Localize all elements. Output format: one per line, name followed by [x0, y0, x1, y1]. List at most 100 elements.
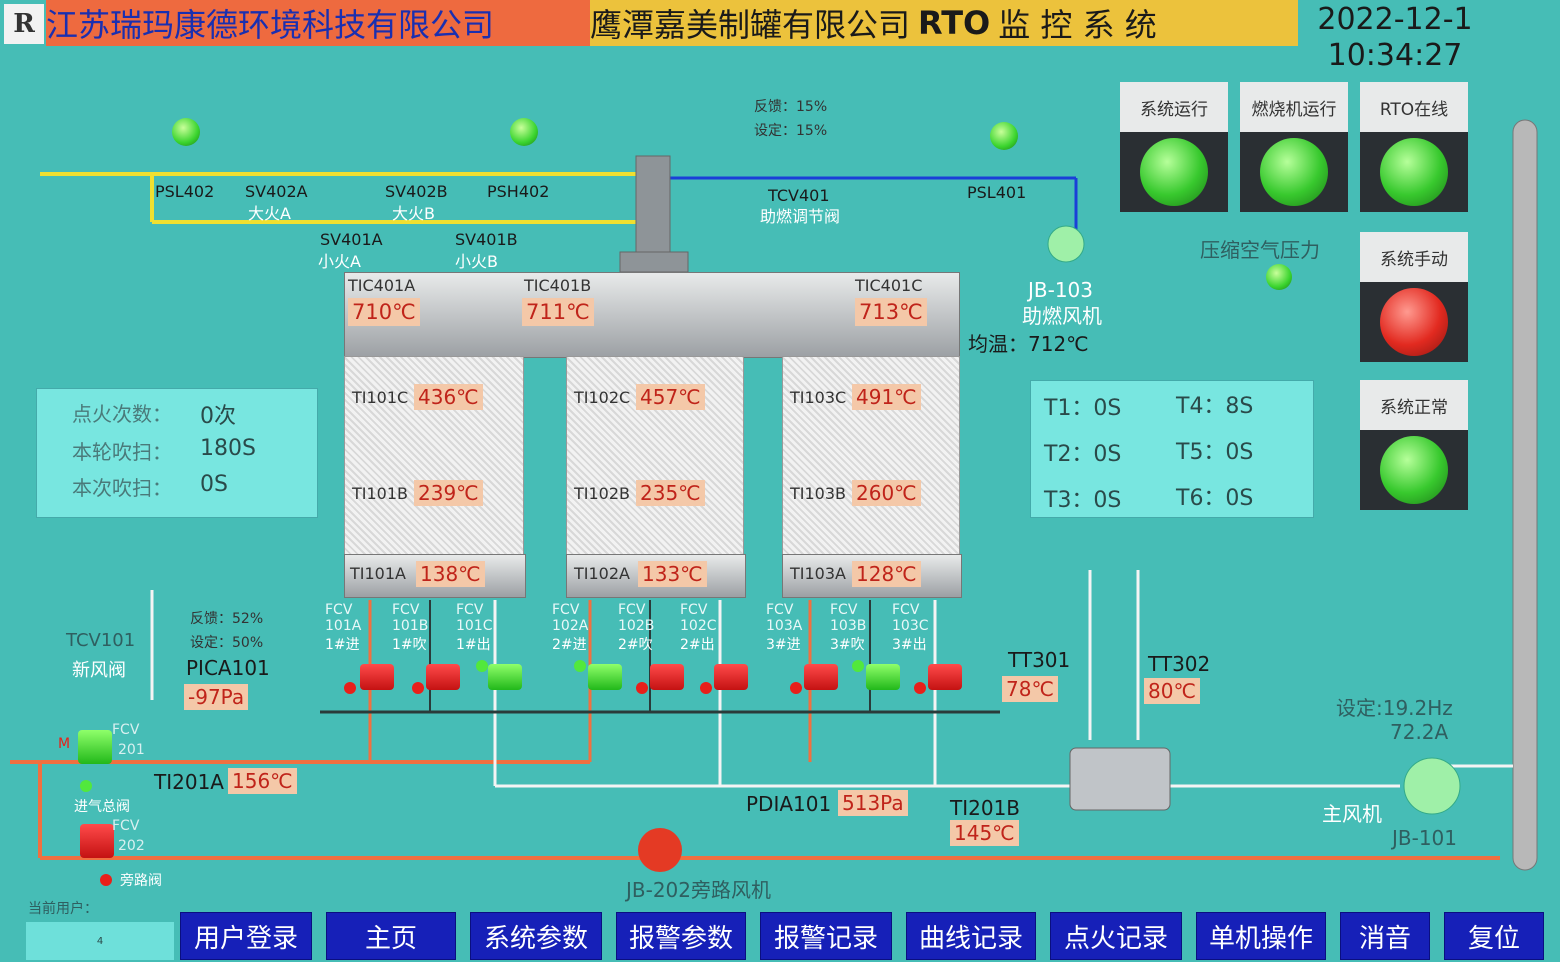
fcv101b-valve[interactable] — [426, 664, 460, 690]
fcv101a-valve[interactable] — [360, 664, 394, 690]
tcv101-tag[interactable]: TCV101 — [66, 630, 136, 651]
tt301-tag: TT301 — [1008, 648, 1071, 672]
fcv101c-status — [476, 660, 488, 672]
timers-panel — [1030, 380, 1314, 518]
timer-t1: T1：0S — [1044, 396, 1122, 421]
fcv101a-status — [344, 682, 356, 694]
main-fan-tag[interactable]: JB-101 — [1392, 826, 1458, 850]
fcv103a-valve[interactable] — [804, 664, 838, 690]
fcv103c-valve[interactable] — [928, 664, 962, 690]
system-name: 监 控 系 统 — [998, 6, 1157, 44]
ti102c-value: 457℃ — [636, 384, 705, 410]
tic401c-tag: TIC401C — [855, 276, 923, 295]
clock-date: 2022-12-1 — [1317, 2, 1473, 37]
current-user-label: 当前用户： — [28, 901, 98, 917]
nav-system-params[interactable]: 系统参数 — [470, 912, 602, 960]
tcv101-feedback: 反馈：52% — [190, 611, 264, 627]
lamp-system-running: 系统运行 — [1120, 82, 1228, 212]
lamp-system-running-light — [1140, 138, 1208, 206]
fcv202-tag: FCV — [112, 818, 140, 834]
bypass-fan-label[interactable]: JB-202旁路风机 — [626, 878, 772, 902]
psl401-indicator — [990, 122, 1018, 150]
fcv103b-valve[interactable] — [866, 664, 900, 690]
system-title: 鹰潭嘉美制罐有限公司 RTO 监 控 系 统 — [590, 0, 1298, 46]
client-name: 鹰潭嘉美制罐有限公司 — [590, 6, 911, 44]
fcv202-valve[interactable] — [80, 824, 114, 858]
ignition-count-value: 0次 — [200, 404, 236, 429]
ti101c-tag: TI101C — [352, 388, 409, 407]
fcv201-valve[interactable] — [78, 730, 112, 764]
ti103b-tag: TI103B — [790, 484, 847, 503]
current-user-field: 4 — [26, 922, 174, 960]
nav-reset[interactable]: 复位 — [1444, 912, 1544, 960]
this-purge-value: 0S — [200, 472, 228, 497]
tcv401-feedback: 反馈：15% — [754, 99, 828, 115]
company-name-text: 江苏瑞玛康德环境科技有限公司 — [46, 6, 495, 44]
this-purge-label: 本次吹扫： — [72, 476, 172, 500]
sv402a-name: 大火A — [248, 204, 291, 223]
lamp-burner-running-label: 燃烧机运行 — [1240, 82, 1348, 132]
tt302-value: 80℃ — [1144, 678, 1200, 704]
round-purge-label: 本轮吹扫： — [72, 440, 172, 464]
timer-t6: T6：0S — [1176, 486, 1254, 511]
timer-t5: T5：0S — [1176, 440, 1254, 465]
ti103c-tag: TI103C — [790, 388, 847, 407]
tic401a-tag: TIC401A — [348, 276, 416, 295]
lamp-system-manual-label: 系统手动 — [1360, 232, 1468, 282]
nav-single-operation[interactable]: 单机操作 — [1196, 912, 1326, 960]
sv401a-label[interactable]: SV401A — [320, 230, 383, 249]
nav-mute[interactable]: 消音 — [1340, 912, 1430, 960]
sv402b-label[interactable]: SV402B — [385, 182, 448, 201]
fcv103b-status — [852, 660, 864, 672]
fcv102a-status — [574, 660, 586, 672]
lamp-burner-running: 燃烧机运行 — [1240, 82, 1348, 212]
ti101c-value: 436℃ — [414, 384, 483, 410]
ti103c-value: 491℃ — [852, 384, 921, 410]
sv401b-label[interactable]: SV401B — [455, 230, 518, 249]
sv402a-label[interactable]: SV402A — [245, 182, 308, 201]
ti201b-tag: TI201B — [950, 796, 1021, 820]
psl401-label: PSL401 — [967, 183, 1027, 202]
ti103b-value: 260℃ — [852, 480, 921, 506]
nav-ignition-records[interactable]: 点火记录 — [1050, 912, 1182, 960]
timer-t4: T4：8S — [1176, 394, 1254, 419]
compressed-air-indicator — [1266, 264, 1292, 290]
tcv401-tag[interactable]: TCV401 — [768, 186, 830, 205]
tic401b-tag: TIC401B — [524, 276, 592, 295]
lamp-rto-online: RTO在线 — [1360, 82, 1468, 212]
ti102b-tag: TI102B — [574, 484, 631, 503]
fcv102b-valve[interactable] — [650, 664, 684, 690]
nav-trend-records[interactable]: 曲线记录 — [906, 912, 1036, 960]
nav-alarm-records[interactable]: 报警记录 — [760, 912, 892, 960]
pica101-value: -97Pa — [184, 684, 249, 710]
fcv103a-status — [790, 682, 802, 694]
nav-user-login[interactable]: 用户登录 — [180, 912, 312, 960]
psh402-label: PSH402 — [487, 182, 550, 201]
ti102a-tag: TI102A — [574, 564, 630, 583]
average-temperature: 均温：712℃ — [968, 332, 1089, 356]
fcv102c-valve[interactable] — [714, 664, 748, 690]
tic401c-value: 713℃ — [855, 298, 927, 326]
tcv101-setpoint: 设定：50% — [190, 635, 264, 651]
pdia101-tag: PDIA101 — [746, 792, 832, 816]
nav-alarm-params[interactable]: 报警参数 — [616, 912, 746, 960]
fcv101c-valve[interactable] — [488, 664, 522, 690]
ti102b-value: 235℃ — [636, 480, 705, 506]
sv401a-name: 小火A — [318, 252, 361, 271]
ti103a-tag: TI103A — [790, 564, 846, 583]
nav-home[interactable]: 主页 — [326, 912, 456, 960]
jb103-tag[interactable]: JB-103 — [1028, 278, 1094, 302]
fcv102c-status — [700, 682, 712, 694]
fcv102a-valve[interactable] — [588, 664, 622, 690]
fcv102b-status — [636, 682, 648, 694]
company-logo: R — [4, 4, 44, 44]
